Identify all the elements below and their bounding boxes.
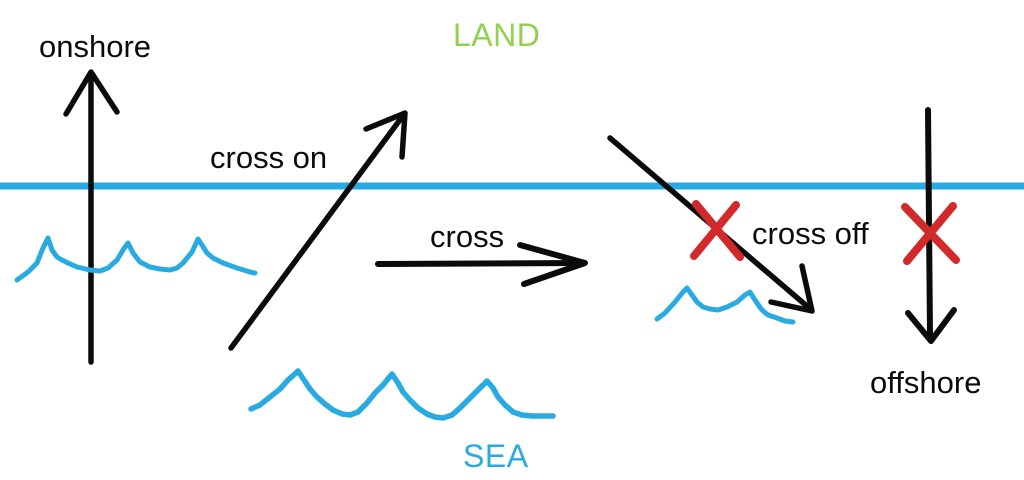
onshore-label: onshore [39,29,151,64]
offshore-arrow-shaft [925,107,933,339]
wave-left [14,235,258,283]
land-label: LAND [453,17,540,53]
onshore-arrowhead [63,69,120,117]
offshore-arrow [905,107,957,344]
cross-arrow-shaft [375,260,581,267]
red-x-offshore-icon [901,202,960,265]
offshore-label: offshore [870,365,981,400]
cross-on-arrowhead [363,110,408,160]
cross-arrow [375,242,588,287]
offshore-arrowhead [905,307,957,344]
wave-right [654,285,796,325]
red-x-cross-off-stroke-2 [690,201,740,260]
red-x-cross-off-icon [690,200,744,261]
cross-on-label: cross on [210,140,327,175]
cross-off-label: cross off [752,216,869,251]
cross-on-arrow-shaft [228,114,405,351]
onshore-arrow [63,69,120,365]
cross-on-arrow [228,110,408,351]
red-x-offshore-stroke-2 [903,202,957,265]
cross-label: cross [430,219,504,254]
sea-label: SEA [463,438,529,474]
cross-off-arrowhead [768,263,815,314]
wave-bottom [248,368,556,421]
cross-arrowhead [517,242,588,287]
